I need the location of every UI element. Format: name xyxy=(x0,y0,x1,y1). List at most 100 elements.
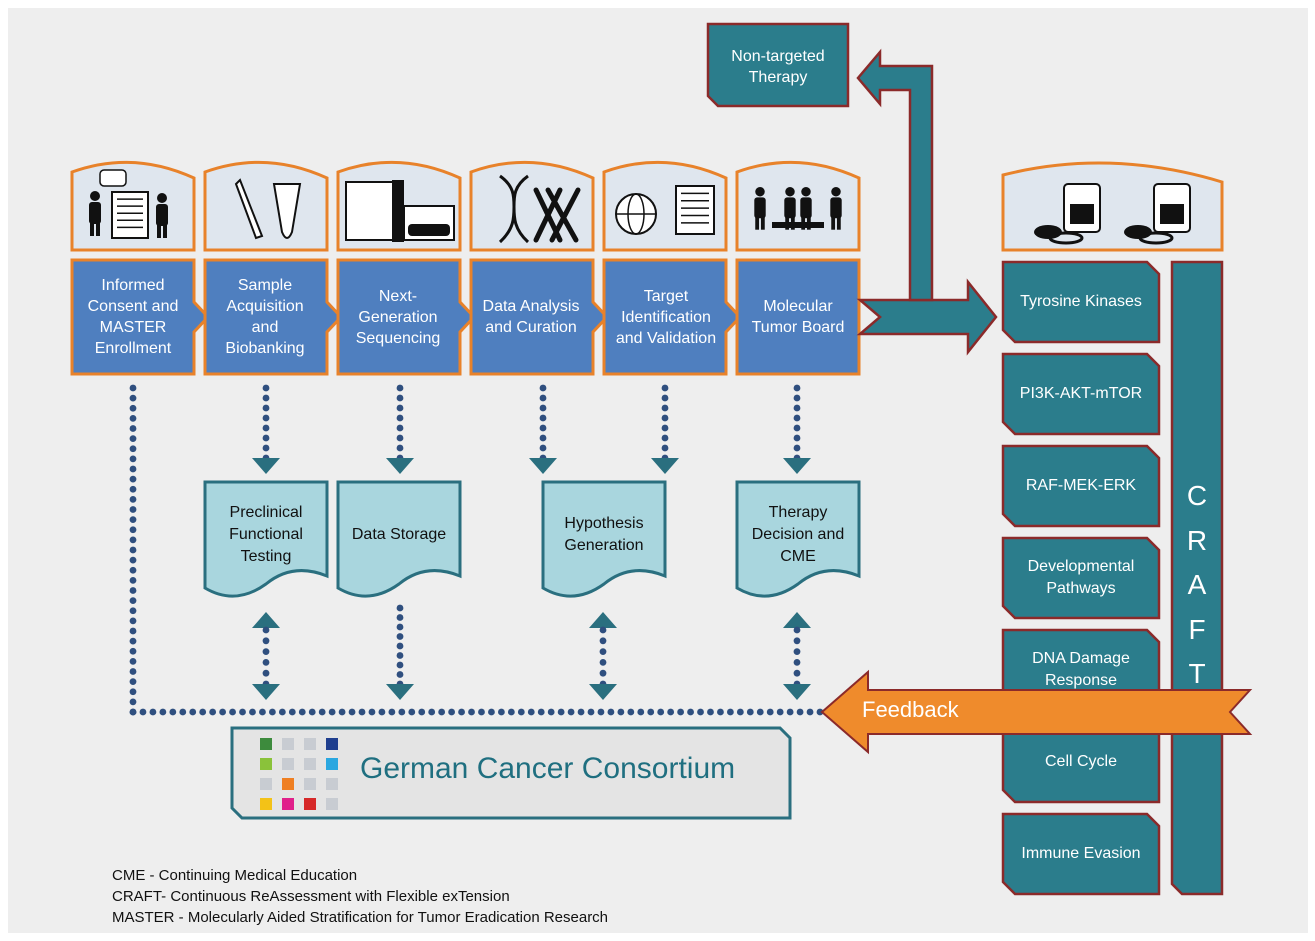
connector-down xyxy=(259,381,273,465)
dot xyxy=(129,597,137,605)
step-icon-box xyxy=(203,160,329,252)
step-icon-box xyxy=(469,160,595,252)
dot xyxy=(746,708,754,716)
dot xyxy=(661,444,669,452)
person-head xyxy=(157,193,167,203)
dot xyxy=(129,414,137,422)
dot xyxy=(209,708,217,716)
legend-item: MASTER - Molecularly Aided Stratificatio… xyxy=(112,909,609,926)
dot xyxy=(766,708,774,716)
pathway-tyrosine-kinases: Tyrosine Kinases xyxy=(1020,293,1142,310)
dot xyxy=(129,668,137,675)
dot xyxy=(539,414,547,422)
pathway-box xyxy=(1001,444,1161,528)
dot xyxy=(418,708,426,716)
dot xyxy=(577,708,585,716)
speech-bubble-icon xyxy=(99,169,127,187)
person-leg xyxy=(163,224,167,238)
dot xyxy=(478,708,485,716)
dot xyxy=(599,637,607,645)
dot xyxy=(607,708,615,716)
dot xyxy=(159,708,167,716)
dot xyxy=(539,444,547,452)
dot xyxy=(348,708,356,716)
arrow-down-icon xyxy=(252,684,280,700)
logo-square xyxy=(326,758,338,770)
doc-label-preclinical: Preclinical Functional Testing xyxy=(229,504,303,565)
connector-bi xyxy=(596,623,610,691)
chromosome-icon xyxy=(533,187,581,243)
person-body xyxy=(754,197,766,219)
dot xyxy=(189,708,197,716)
dot xyxy=(539,394,547,402)
dot xyxy=(438,708,446,716)
person-leg xyxy=(836,216,841,230)
dot xyxy=(793,444,801,452)
dot xyxy=(396,384,404,392)
step-label-consent: Informed Consent and MASTER Enrollment xyxy=(87,277,179,357)
dot xyxy=(262,659,270,666)
dot xyxy=(793,637,801,645)
pathway-dna-damage: DNA Damage Response xyxy=(1032,650,1130,689)
logo-square xyxy=(304,778,316,790)
dot xyxy=(129,556,137,564)
dot xyxy=(736,708,744,716)
pathway-box xyxy=(1001,352,1161,436)
arrow-down-icon xyxy=(529,458,557,474)
bottle-label xyxy=(1160,204,1184,224)
doc-data-storage xyxy=(336,480,462,598)
scalpel-tube-icon xyxy=(234,178,302,240)
dot xyxy=(268,708,276,716)
dot xyxy=(129,607,137,615)
dot xyxy=(262,404,270,412)
dot xyxy=(816,708,824,716)
dot xyxy=(468,708,475,716)
dot xyxy=(687,708,694,716)
arrow-up-icon xyxy=(589,612,617,628)
dot xyxy=(129,536,137,544)
dot xyxy=(262,414,270,422)
legend-item: CRAFT- Continuous ReAssessment with Flex… xyxy=(112,888,510,905)
dot xyxy=(129,506,137,513)
dna-helix xyxy=(498,174,530,244)
dot xyxy=(661,384,669,392)
person-head xyxy=(785,186,795,197)
dot xyxy=(637,708,645,716)
dot xyxy=(378,708,386,716)
pathway-pi3k-akt-mtor: PI3K-AKT-mTOR xyxy=(1019,385,1143,402)
connector-bi xyxy=(790,623,804,691)
step-label-sample: Sample Acquisition and Biobanking xyxy=(225,277,305,357)
dot xyxy=(288,708,296,716)
dot xyxy=(262,637,270,645)
dot xyxy=(139,708,147,716)
person-leg xyxy=(760,216,765,230)
doc-label-therapy-decision: Therapy Decision and CME xyxy=(751,504,845,565)
arrow-down-icon xyxy=(783,684,811,700)
dot xyxy=(358,708,366,716)
dot xyxy=(388,708,396,716)
dot xyxy=(262,444,270,452)
dot xyxy=(793,648,801,655)
sequencer-body xyxy=(345,181,397,241)
dot xyxy=(262,384,270,392)
dot xyxy=(129,587,137,594)
logo-square xyxy=(282,738,294,750)
dot xyxy=(129,394,137,402)
craft-letter: F xyxy=(1188,613,1206,645)
dot xyxy=(396,671,404,678)
table-icon xyxy=(772,222,824,228)
logo-square xyxy=(260,798,272,810)
dot xyxy=(796,708,804,716)
dot xyxy=(661,424,669,432)
dot xyxy=(717,708,724,716)
arrow-up-icon xyxy=(783,612,811,628)
dot xyxy=(448,708,456,716)
legend-item: CME - Continuing Medical Education xyxy=(112,867,358,884)
dot xyxy=(129,637,137,645)
dot xyxy=(129,425,137,432)
consortium-title: German Cancer Consortium xyxy=(360,752,736,785)
dot xyxy=(129,445,137,453)
dot xyxy=(599,659,607,666)
dot xyxy=(262,424,270,432)
dot xyxy=(793,626,801,634)
